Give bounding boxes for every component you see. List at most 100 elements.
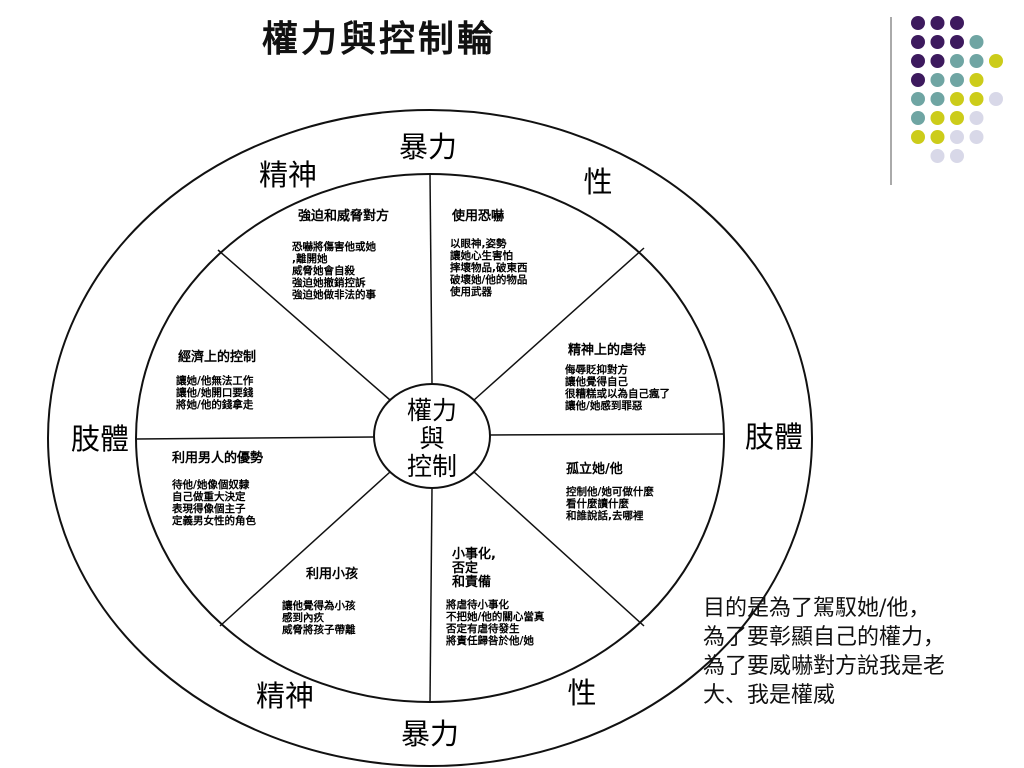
decorative-dot	[911, 35, 925, 49]
decorative-dot	[969, 130, 984, 144]
decorative-dot	[950, 149, 964, 163]
segment-item: 將責任歸咎於他/她	[446, 634, 534, 647]
segment-item: 讓他/她開口要錢	[176, 386, 254, 399]
decorative-dot	[930, 92, 945, 106]
hub-line-3: 控制	[407, 452, 457, 481]
segment-male-privilege: 利用男人的優勢 待他/她像個奴隸 自己做重大決定 表現得像個主子 定義男女性的角…	[171, 450, 263, 527]
segment-title: 精神上的虐待	[568, 342, 646, 358]
segment-item: 否定有虐待發生	[445, 622, 520, 635]
spoke-bottom	[429, 487, 433, 703]
decorative-dot	[911, 92, 925, 106]
label-sexual-lower: 性	[567, 676, 596, 710]
decorative-dot	[911, 111, 925, 125]
caption-line: 為了要彰顯自己的權力，	[703, 625, 946, 650]
decorative-dot	[969, 73, 984, 87]
decorative-dot	[950, 92, 964, 106]
decorative-dot	[930, 130, 945, 144]
spoke-left	[135, 436, 375, 440]
label-mental-lower: 精神	[256, 679, 314, 713]
spoke-upper-right	[473, 247, 645, 401]
decorative-dot	[930, 111, 945, 125]
segment-coercion-threats: 強迫和威脅對方 恐嚇將傷害他或她 ,離開她 威脅她會自殺 強迫她撤銷控訴 強迫她…	[292, 208, 389, 301]
segment-item: 將她/他的錢拿走	[176, 398, 254, 411]
decorative-dot	[930, 149, 945, 163]
diagram-title: 權力與控制輪	[262, 19, 497, 60]
segment-item: 強迫她做非法的事	[292, 288, 376, 301]
caption-line: 為了要威嚇對方說我是老	[703, 654, 946, 679]
segment-title: 小事化,	[452, 546, 496, 562]
segment-item: 讓她心生害怕	[450, 249, 513, 262]
segment-intimidation: 使用恐嚇 以眼神,姿勢 讓她心生害怕 摔壞物品,破東西 破壞她/他的物品 使用武…	[449, 208, 528, 298]
dot-grid	[911, 16, 1003, 163]
segment-item: 以眼神,姿勢	[450, 237, 507, 250]
segment-title: 強迫和威脅對方	[298, 208, 389, 224]
decorative-dot	[969, 111, 984, 125]
decorative-dot	[989, 92, 1003, 106]
segment-item: 表現得像個主子	[171, 502, 246, 515]
decorative-dot	[911, 73, 925, 87]
decorative-dot	[930, 16, 945, 30]
segment-item: 讓他覺得自己	[565, 375, 628, 388]
caption-line: 目的是為了駕馭她/他，	[703, 596, 931, 621]
segment-isolation: 孤立她/他 控制他/她可做什麼 看什麼讀什麼 和誰說話,去哪裡	[565, 461, 654, 522]
segment-item: 摔壞物品,破東西	[450, 261, 528, 274]
segment-item: 恐嚇將傷害他或她	[292, 240, 376, 253]
decorative-dot	[950, 111, 964, 125]
decorative-dot	[930, 54, 945, 68]
decorative-dot	[950, 73, 964, 87]
hub-line-1: 權力	[407, 396, 457, 425]
segment-title: 利用男人的優勢	[172, 450, 263, 466]
segment-title-line-3: 和責備	[452, 574, 491, 590]
segment-title: 使用恐嚇	[451, 208, 504, 224]
decorative-dot	[911, 130, 925, 144]
segment-item: 和誰說話,去哪裡	[565, 509, 644, 522]
spoke-lower-right	[473, 471, 645, 627]
outer-ring	[47, 109, 813, 767]
label-physical-right: 肢體	[745, 420, 803, 454]
spokes	[135, 173, 725, 703]
label-violence-bottom: 暴力	[401, 717, 459, 751]
decorative-dot	[950, 16, 964, 30]
segment-item: 定義男女性的角色	[171, 514, 256, 527]
segment-item: 不把她/他的關心當真	[446, 610, 545, 623]
segment-title: 利用小孩	[306, 566, 358, 582]
segment-item: 破壞她/他的物品	[450, 273, 527, 286]
segment-item: 控制他/她可做什麼	[566, 485, 654, 498]
decorative-dot	[930, 73, 945, 87]
segment-item: 待他/她像個奴隸	[172, 478, 250, 491]
decorative-dot	[950, 35, 964, 49]
decorative-dot	[950, 54, 964, 68]
segment-item: 侮辱貶抑對方	[565, 363, 628, 376]
caption-text: 目的是為了駕馭她/他， 為了要彰顯自己的權力， 為了要威嚇對方說我是老 大、我是…	[703, 594, 1021, 710]
segment-item: 讓他/她感到罪惡	[565, 399, 643, 412]
segment-item: 讓他覺得為小孩	[282, 599, 356, 612]
segment-title: 經濟上的控制	[178, 349, 256, 365]
segment-item: 使用武器	[449, 285, 492, 298]
segment-using-children: 利用小孩 讓他覺得為小孩 感到內疚 威脅將孩子帶離	[282, 566, 358, 636]
label-sexual-upper: 性	[583, 165, 612, 199]
segment-item: 自己做重大決定	[172, 490, 246, 503]
hub-line-2: 與	[419, 424, 444, 453]
segment-item: 將虐待小事化	[446, 598, 509, 611]
label-mental-upper: 精神	[259, 158, 317, 192]
decorative-dot	[969, 35, 984, 49]
segment-item: 強迫她撤銷控訴	[292, 276, 366, 289]
segment-economic-control: 經濟上的控制 讓她/他無法工作 讓他/她開口要錢 將她/他的錢拿走	[176, 349, 256, 411]
segment-item: ,離開她	[292, 252, 328, 265]
segment-emotional-abuse: 精神上的虐待 侮辱貶抑對方 讓他覺得自己 很糟糕或以為自己瘋了 讓他/她感到罪惡	[564, 342, 670, 412]
spoke-lower-left	[219, 471, 391, 627]
segment-item: 讓她/他無法工作	[176, 374, 254, 387]
decorative-dot	[950, 130, 964, 144]
decorative-dot	[911, 16, 925, 30]
segment-item: 看什麼讀什麼	[566, 497, 629, 510]
segment-item: 威脅她會自殺	[292, 264, 355, 277]
segment-title-line-2: 否定	[451, 560, 478, 576]
spoke-top	[429, 173, 433, 385]
caption-line: 大、我是權威	[703, 683, 836, 708]
label-physical-left: 肢體	[71, 422, 129, 456]
decorative-dot	[989, 54, 1003, 68]
segment-item: 威脅將孩子帶離	[282, 623, 356, 636]
segment-item: 很糟糕或以為自己瘋了	[564, 387, 670, 400]
